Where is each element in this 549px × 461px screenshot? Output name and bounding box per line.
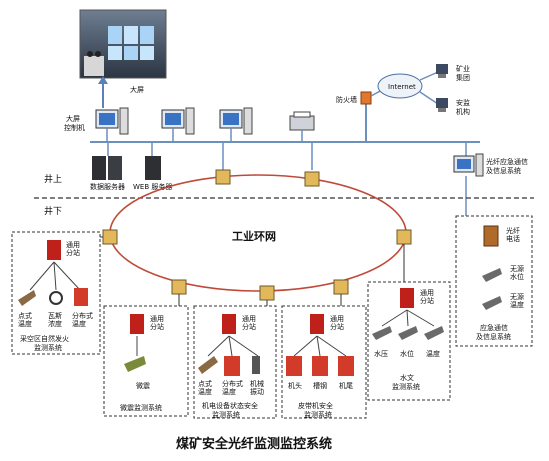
printer-icon [289,111,315,142]
big-screen-pc-label: 大屏控制机 [64,114,85,132]
belt-sensor-3-label: 机尾 [339,381,353,390]
fiber-phone-icon [483,225,499,247]
workstation-icon-2 [219,107,253,142]
firewall-icon [360,91,372,105]
hydro-sensor-3-label: 温度 [426,349,440,358]
workstation-icon-1 [161,107,195,142]
zone-below-label: 井下 [44,205,62,217]
goaf-substation-icon [47,240,61,260]
hydro-title: 水文监测系统 [392,373,420,391]
goaf-sensor-point-temp-icon [18,290,36,306]
safety-agency-label: 安监机构 [456,98,470,116]
internet-label: Internet [388,83,416,91]
belt-sensor-1-label: 机头 [288,381,302,390]
goaf-sensor-gas-icon [49,291,63,305]
microseismic-substation-label: 通用分站 [150,314,164,331]
electromech-sensor-dist-temp-icon [224,356,240,376]
passive-temp-label: 无源温度 [510,292,524,309]
firewall-label: 防火墙 [336,95,357,104]
hydro-sensor-1-label: 水压 [374,349,388,358]
belt-substation-label: 通用分站 [330,314,344,331]
data-server-icon [92,156,122,180]
goaf-sensor-2-label: 瓦斯浓度 [48,311,62,328]
electromech-title: 机电设备状态安全监测系统 [202,401,258,419]
big-screen-pc-icon [95,107,129,142]
ring-label: 工业环网 [232,229,276,243]
microseismic-sensor-label: 微震 [136,381,150,390]
fiber-phone-label: 光纤电话 [506,226,520,243]
goaf-sensor-dist-temp-icon [74,288,88,306]
hydro-substation-icon [400,288,414,308]
passive-level-icon [482,268,502,282]
electromech-substation-label: 通用分站 [242,314,256,331]
ring-node-3 [102,229,118,245]
ring-node-7 [333,279,349,295]
goaf-sensor-3-label: 分布式温度 [72,311,93,328]
hydro-sensor-level-icon [398,326,418,340]
electromech-subsystem-box [193,305,277,419]
belt-sensor-tail-icon [338,356,354,376]
ring-node-6 [259,285,275,301]
microseismic-substation-icon [130,314,144,334]
electromech-substation-icon [222,314,236,334]
emergency-system-pc-icon [453,153,484,177]
hydro-subsystem-box [367,281,451,401]
internet-cloud-icon [377,73,423,99]
mine-group-label: 矿业集团 [456,64,470,82]
web-server-label: WEB 服务器 [133,182,172,191]
passive-level-label: 无源水位 [510,264,524,281]
belt-sensor-head-icon [286,356,302,376]
electromech-sensor-vibration-icon [252,356,260,374]
belt-sensor-2-label: 槽钢 [313,381,327,390]
goaf-title: 采空区自然发火监测系统 [20,334,69,352]
data-server-label: 数据服务器 [90,182,125,191]
belt-substation-icon [310,314,324,334]
microseismic-sensor-icon [124,356,146,372]
zone-above-label: 井上 [44,173,62,185]
microseismic-title: 微震监测系统 [120,403,162,412]
hydro-sensor-pressure-icon [372,326,392,340]
goaf-sensor-1-label: 点式温度 [18,311,32,328]
ring-node-1 [215,169,231,185]
emergency-title: 应急通信及信息系统 [476,323,511,341]
hydro-sensor-temp-icon [424,326,444,340]
big-screen-label: 大屏 [130,85,144,94]
electromech-sensor-2-label: 分布式温度 [222,379,243,396]
electromech-sensor-3-label: 机械振动 [250,379,264,396]
electromech-sensor-point-temp-icon [198,356,218,374]
hydro-substation-label: 通用分站 [420,288,434,305]
emergency-subsystem-box [455,215,533,347]
mine-group-pc-icon [436,64,448,78]
belt-subsystem-box [281,305,367,419]
big-screen-photo [79,9,167,79]
hydro-sensor-2-label: 水位 [400,349,414,358]
electromech-sensor-1-label: 点式温度 [198,379,212,396]
passive-temp-icon [482,296,502,310]
ring-node-4 [396,229,412,245]
ring-node-2 [304,171,320,187]
belt-sensor-channel-icon [312,356,328,376]
web-server-icon [145,156,161,180]
emergency-system-label: 光纤应急通信及信息系统 [486,157,528,175]
safety-agency-pc-icon [436,98,448,112]
goaf-substation-label: 通用分站 [66,240,80,257]
diagram-caption: 煤矿安全光纤监测监控系统 [176,436,332,452]
microseismic-subsystem-box [103,305,189,417]
belt-title: 皮带机安全监测系统 [298,401,333,419]
ring-node-5 [171,279,187,295]
